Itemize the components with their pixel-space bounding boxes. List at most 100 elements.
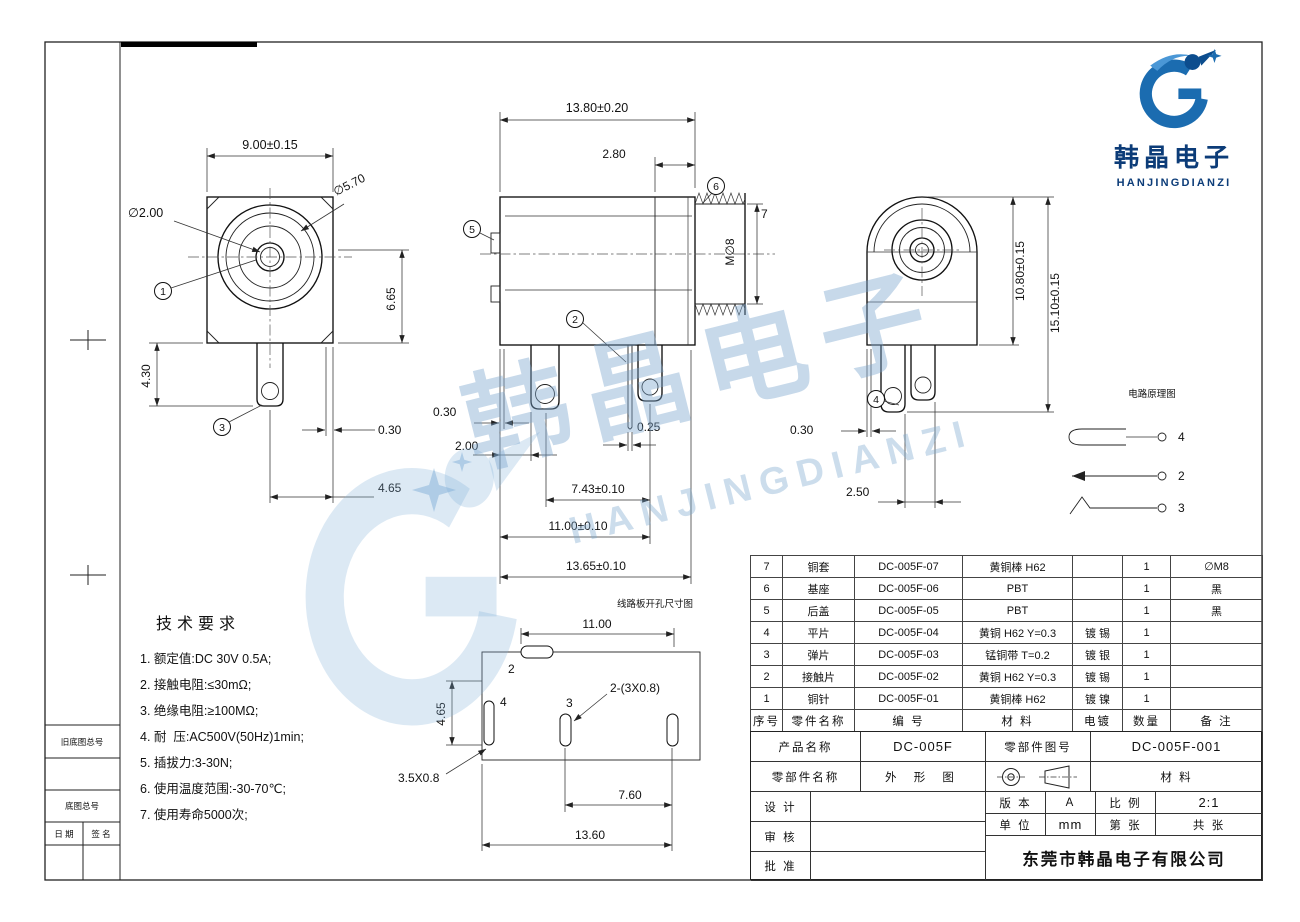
dim-thread-length: 7 — [761, 207, 768, 221]
bom-note: 黑 — [1170, 599, 1263, 622]
bom-header: 材 料 — [962, 709, 1073, 732]
left-margin-boxes: 旧底图总号 底图总号 日 期 签 名 — [44, 724, 121, 881]
dim-barrel-diameter: ∅5.70 — [331, 171, 368, 199]
bom-code: DC-005F-01 — [854, 687, 963, 710]
bom-header: 序号 — [750, 709, 783, 732]
company-logo: 韩晶电子 HANJINGDIANZI — [1092, 48, 1256, 189]
dim-side-gap: 2.00 — [455, 439, 479, 453]
bom-plating — [1072, 599, 1123, 622]
total-sheet-label: 共 张 — [1156, 814, 1263, 836]
dim-total: 13.65±0.10 — [566, 559, 626, 573]
audit-signature — [811, 822, 986, 852]
bom-no: 6 — [750, 577, 783, 600]
sheet-label: 第 张 — [1096, 814, 1156, 836]
bom-code: DC-005F-03 — [854, 643, 963, 666]
bom-row: 3 弹片 DC-005F-03 锰铜带 T=0.2 镀 银 1 — [750, 643, 1263, 666]
bom-no: 2 — [750, 665, 783, 688]
balloon-6 — [707, 177, 725, 195]
bom-code: DC-005F-05 — [854, 599, 963, 622]
bom-row: 6 基座 DC-005F-06 PBT 1 黑 — [750, 577, 1263, 600]
balloon-1 — [154, 282, 172, 300]
dim-side-length: 13.80±0.20 — [566, 101, 629, 115]
bom-code: DC-005F-02 — [854, 665, 963, 688]
pcb-label-3: 3 — [566, 696, 573, 710]
dim-front-width: 9.00±0.15 — [242, 138, 298, 152]
date-label: 日 期 — [54, 829, 73, 839]
dim-side-step: 0.30 — [433, 405, 457, 419]
side-view — [480, 191, 775, 430]
balloon-2 — [566, 310, 584, 328]
sparkle-icon — [412, 468, 456, 512]
scale-label: 比 例 — [1096, 792, 1156, 814]
tech-req-item: 2. 接触电阻:≤30mΩ; — [140, 678, 252, 692]
tech-req-item: 7. 使用寿命5000次; — [140, 808, 248, 822]
bom-material: 黄铜 H62 Y=0.3 — [962, 621, 1073, 644]
bom-material: PBT — [962, 577, 1073, 600]
dim-pin-diameter: ∅2.00 — [128, 206, 163, 220]
dim-pcb-pitch: 7.60 — [618, 788, 642, 802]
schematic-pin-3: 3 — [1178, 501, 1185, 515]
balloon-6-number: 6 — [713, 181, 719, 193]
dim-rear-step: 0.30 — [790, 423, 814, 437]
front-view-dimensions: 9.00±0.15 ∅2.00 ∅5.70 6.65 4.30 0.30 4.6… — [128, 138, 409, 503]
schematic-title: 电路原理图 — [1128, 388, 1176, 400]
sparkle-icon — [452, 452, 472, 472]
scale-value: 2:1 — [1156, 792, 1263, 814]
bom-part-name: 平片 — [782, 621, 855, 644]
dim-span: 11.00±0.10 — [548, 519, 607, 533]
version-label: 版 本 — [986, 792, 1046, 814]
logo-bird-icon — [1139, 48, 1222, 129]
bom-no: 7 — [750, 555, 783, 578]
bom-code: DC-005F-06 — [854, 577, 963, 600]
dim-side-back: 2.80 — [602, 147, 626, 161]
pcb-slot-note: 2-(3X0.8) — [610, 681, 660, 695]
watermark-text-en: HANJINGDIANZI — [565, 411, 978, 553]
pcb-slot-size: 3.5X0.8 — [398, 771, 440, 785]
bom-material: 锰铜带 T=0.2 — [962, 643, 1073, 666]
bom-note — [1170, 643, 1263, 666]
old-base-drawing-label: 旧底图总号 — [61, 737, 104, 747]
circuit-schematic: 电路原理图 4 2 3 — [1068, 388, 1185, 515]
bom-qty: 1 — [1122, 577, 1171, 600]
bom-note — [1170, 687, 1263, 710]
bom-no: 5 — [750, 599, 783, 622]
bom-qty: 1 — [1122, 599, 1171, 622]
bom-note — [1170, 665, 1263, 688]
part-name-label: 零部件名称 — [751, 762, 861, 792]
thread-spec: M∅8 — [723, 238, 737, 265]
tech-req-item: 3. 绝缘电阻:≥100MΩ; — [140, 704, 259, 718]
bom-qty: 1 — [1122, 555, 1171, 578]
design-signature — [811, 792, 986, 822]
balloon-5-number: 5 — [469, 224, 475, 236]
balloon-2-number: 2 — [572, 314, 578, 326]
technical-requirements: 技术要求 1. 额定值:DC 30V 0.5A; 2. 接触电阻:≤30mΩ; … — [140, 610, 304, 828]
product-name-label: 产品名称 — [751, 732, 861, 762]
pcb-layout-view: 线路板开孔尺寸图 2 4 3 2-(3X0.8) 3.5X0.8 11.00 4… — [398, 598, 701, 851]
bom-row: 7 铜套 DC-005F-07 黄铜棒 H62 1 ∅M8 — [750, 555, 1263, 578]
dim-front-tab: 4.30 — [139, 364, 153, 388]
first-angle-projection-icon — [997, 764, 1077, 789]
bom-no: 4 — [750, 621, 783, 644]
bom-table: 7 铜套 DC-005F-07 黄铜棒 H62 1 ∅M8 6 基座 DC-00… — [750, 555, 1263, 732]
material-label: 材 料 — [1091, 762, 1263, 792]
bom-header: 备 注 — [1170, 709, 1263, 732]
dim-pin2: 7.43±0.10 — [571, 482, 625, 496]
bom-qty: 1 — [1122, 643, 1171, 666]
version-value: A — [1046, 792, 1096, 814]
bom-header: 编 号 — [854, 709, 963, 732]
tech-req-item: 5. 插拔力:3-30N; — [140, 756, 233, 770]
company-name: 东莞市韩晶电子有限公司 — [986, 836, 1263, 881]
bom-no: 1 — [750, 687, 783, 710]
dim-rear-total-height: 15.10±0.15 — [1048, 273, 1062, 333]
bom-part-name: 基座 — [782, 577, 855, 600]
dim-pcb-total: 13.60 — [575, 828, 605, 842]
bom-part-name: 铜套 — [782, 555, 855, 578]
bom-note: ∅M8 — [1170, 555, 1263, 578]
pcb-label-4: 4 — [500, 695, 507, 709]
bom-header: 数量 — [1122, 709, 1171, 732]
schematic-pin-2: 2 — [1178, 469, 1185, 483]
bom-material: PBT — [962, 599, 1073, 622]
front-view — [188, 188, 352, 407]
tech-req-title: 技术要求 — [156, 616, 241, 633]
